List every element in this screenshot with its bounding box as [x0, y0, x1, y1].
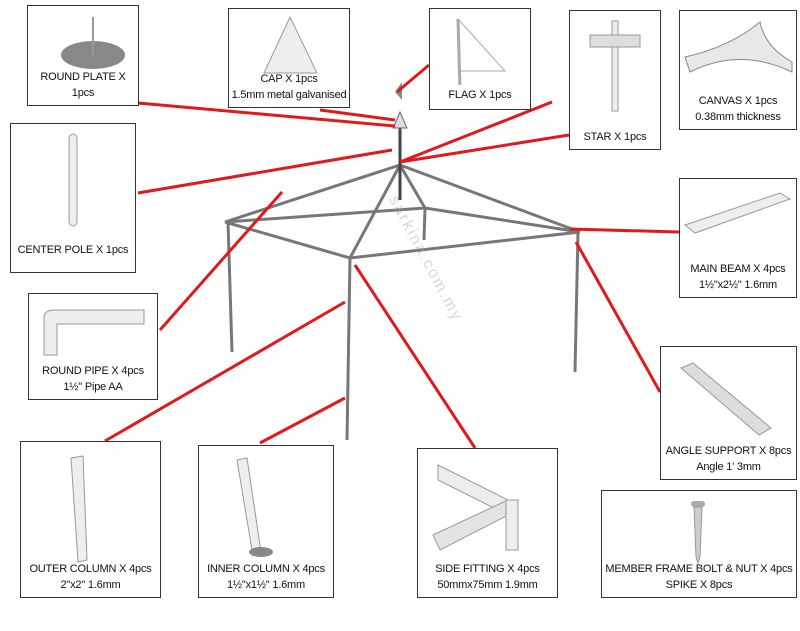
flag-icon [456, 17, 507, 85]
part-star: STAR X 1pcs [569, 10, 661, 150]
round-plate-icon [61, 17, 125, 69]
part-center-pole: CENTER POLE X 1pcs [10, 123, 136, 273]
main-beam-icon [683, 192, 792, 234]
leader-lines [104, 63, 680, 449]
star-icon [589, 20, 641, 112]
part-flag: FLAG X 1pcs [429, 8, 531, 110]
outer-column-icon [70, 455, 88, 563]
tent-frame [224, 120, 581, 441]
cap-mark [392, 110, 408, 129]
canvas-icon [684, 21, 793, 73]
round-pipe-icon [43, 309, 145, 356]
part-round-plate: ROUND PLATE X 1pcs [27, 5, 139, 106]
center-pole-icon [68, 133, 78, 227]
inner-column-icon [236, 457, 273, 557]
angle-support-icon [680, 362, 772, 436]
cone-icon [263, 15, 318, 74]
side-fitting-icon [432, 464, 519, 551]
bolt-icon [691, 501, 705, 565]
